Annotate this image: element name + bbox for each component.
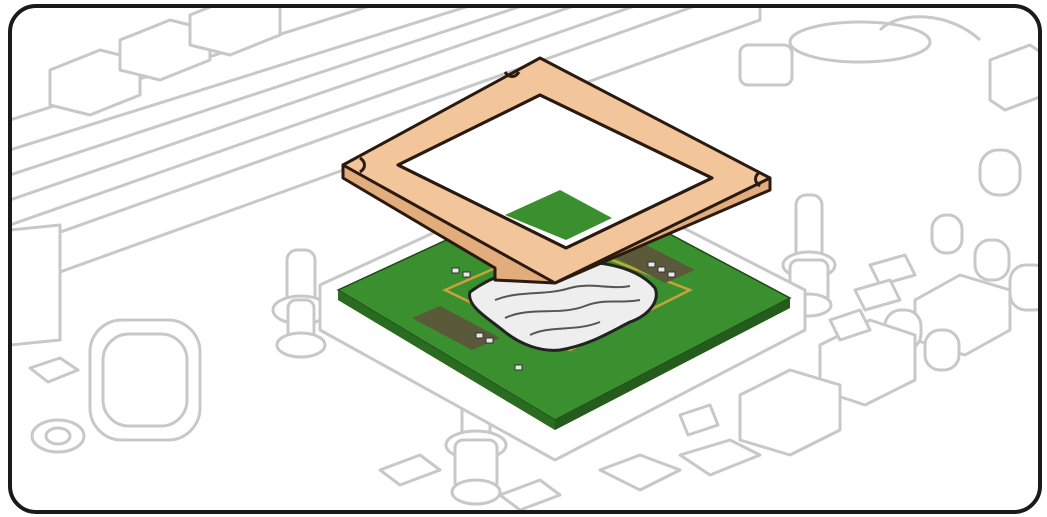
cable-loop xyxy=(790,17,980,62)
